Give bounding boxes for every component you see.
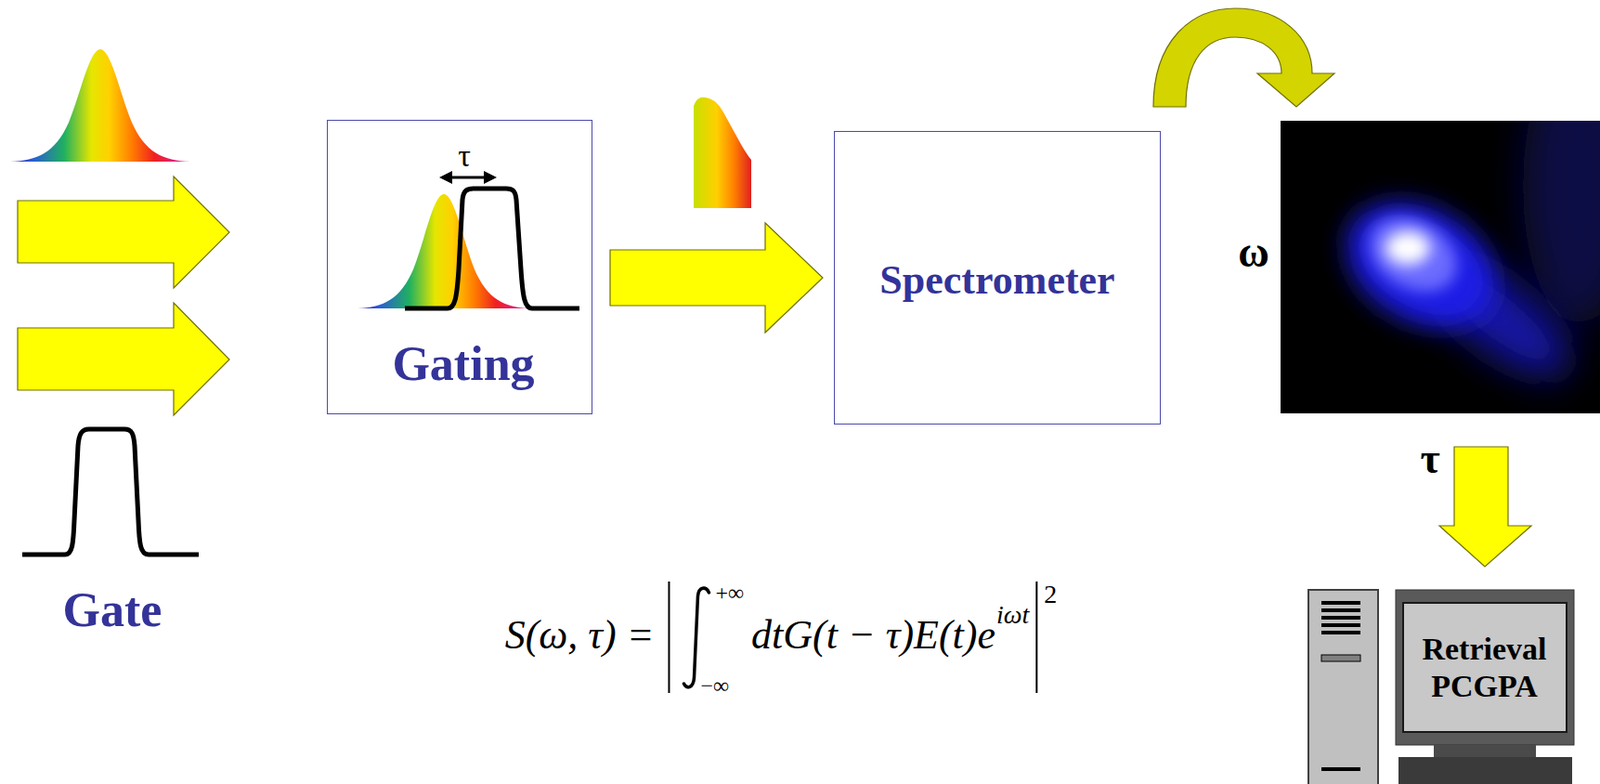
formula-text: dtG(t − τ)E(t)e (751, 614, 996, 656)
computer-tower (1308, 589, 1379, 784)
gating-box: τGating (326, 119, 593, 415)
formula-text: S(ω, τ) = (505, 614, 655, 656)
absolute-bar (667, 581, 670, 693)
formula-exponent: 2 (1043, 581, 1057, 608)
box-title: Spectrometer (879, 260, 1115, 301)
delay-axis-label: τ (1419, 437, 1440, 481)
delay-double-arrow (439, 170, 497, 184)
down-arrow (1439, 446, 1532, 567)
formula-exponent: iωt (996, 601, 1029, 628)
spectrum-shape (10, 49, 191, 162)
integral-limit: −∞ (700, 674, 729, 697)
integral-sign (683, 587, 709, 687)
gated-spectrum (693, 97, 752, 209)
computer-monitor (1395, 589, 1574, 784)
spectrum-shape (357, 194, 531, 309)
spectrometer-box: Spectrometer (833, 130, 1161, 425)
delay-label: τ (457, 140, 471, 172)
integral-limit: +∞ (715, 581, 744, 604)
curved-arrow (1153, 8, 1335, 107)
spectrogram (1280, 120, 1600, 414)
computer-screen: Retrieval PCGPA (1402, 601, 1568, 733)
gate-label: Gate (63, 585, 163, 635)
frequency-axis-label: ω (1237, 231, 1270, 274)
block-arrow (610, 222, 823, 333)
gate-pulse (404, 188, 580, 309)
input-arrow (17, 302, 230, 416)
screen-text: Retrieval PCGPA (1415, 630, 1555, 703)
absolute-bar (1035, 581, 1038, 693)
input-arrow (17, 176, 230, 288)
box-title: Gating (391, 339, 534, 389)
gate-pulse (22, 429, 199, 555)
